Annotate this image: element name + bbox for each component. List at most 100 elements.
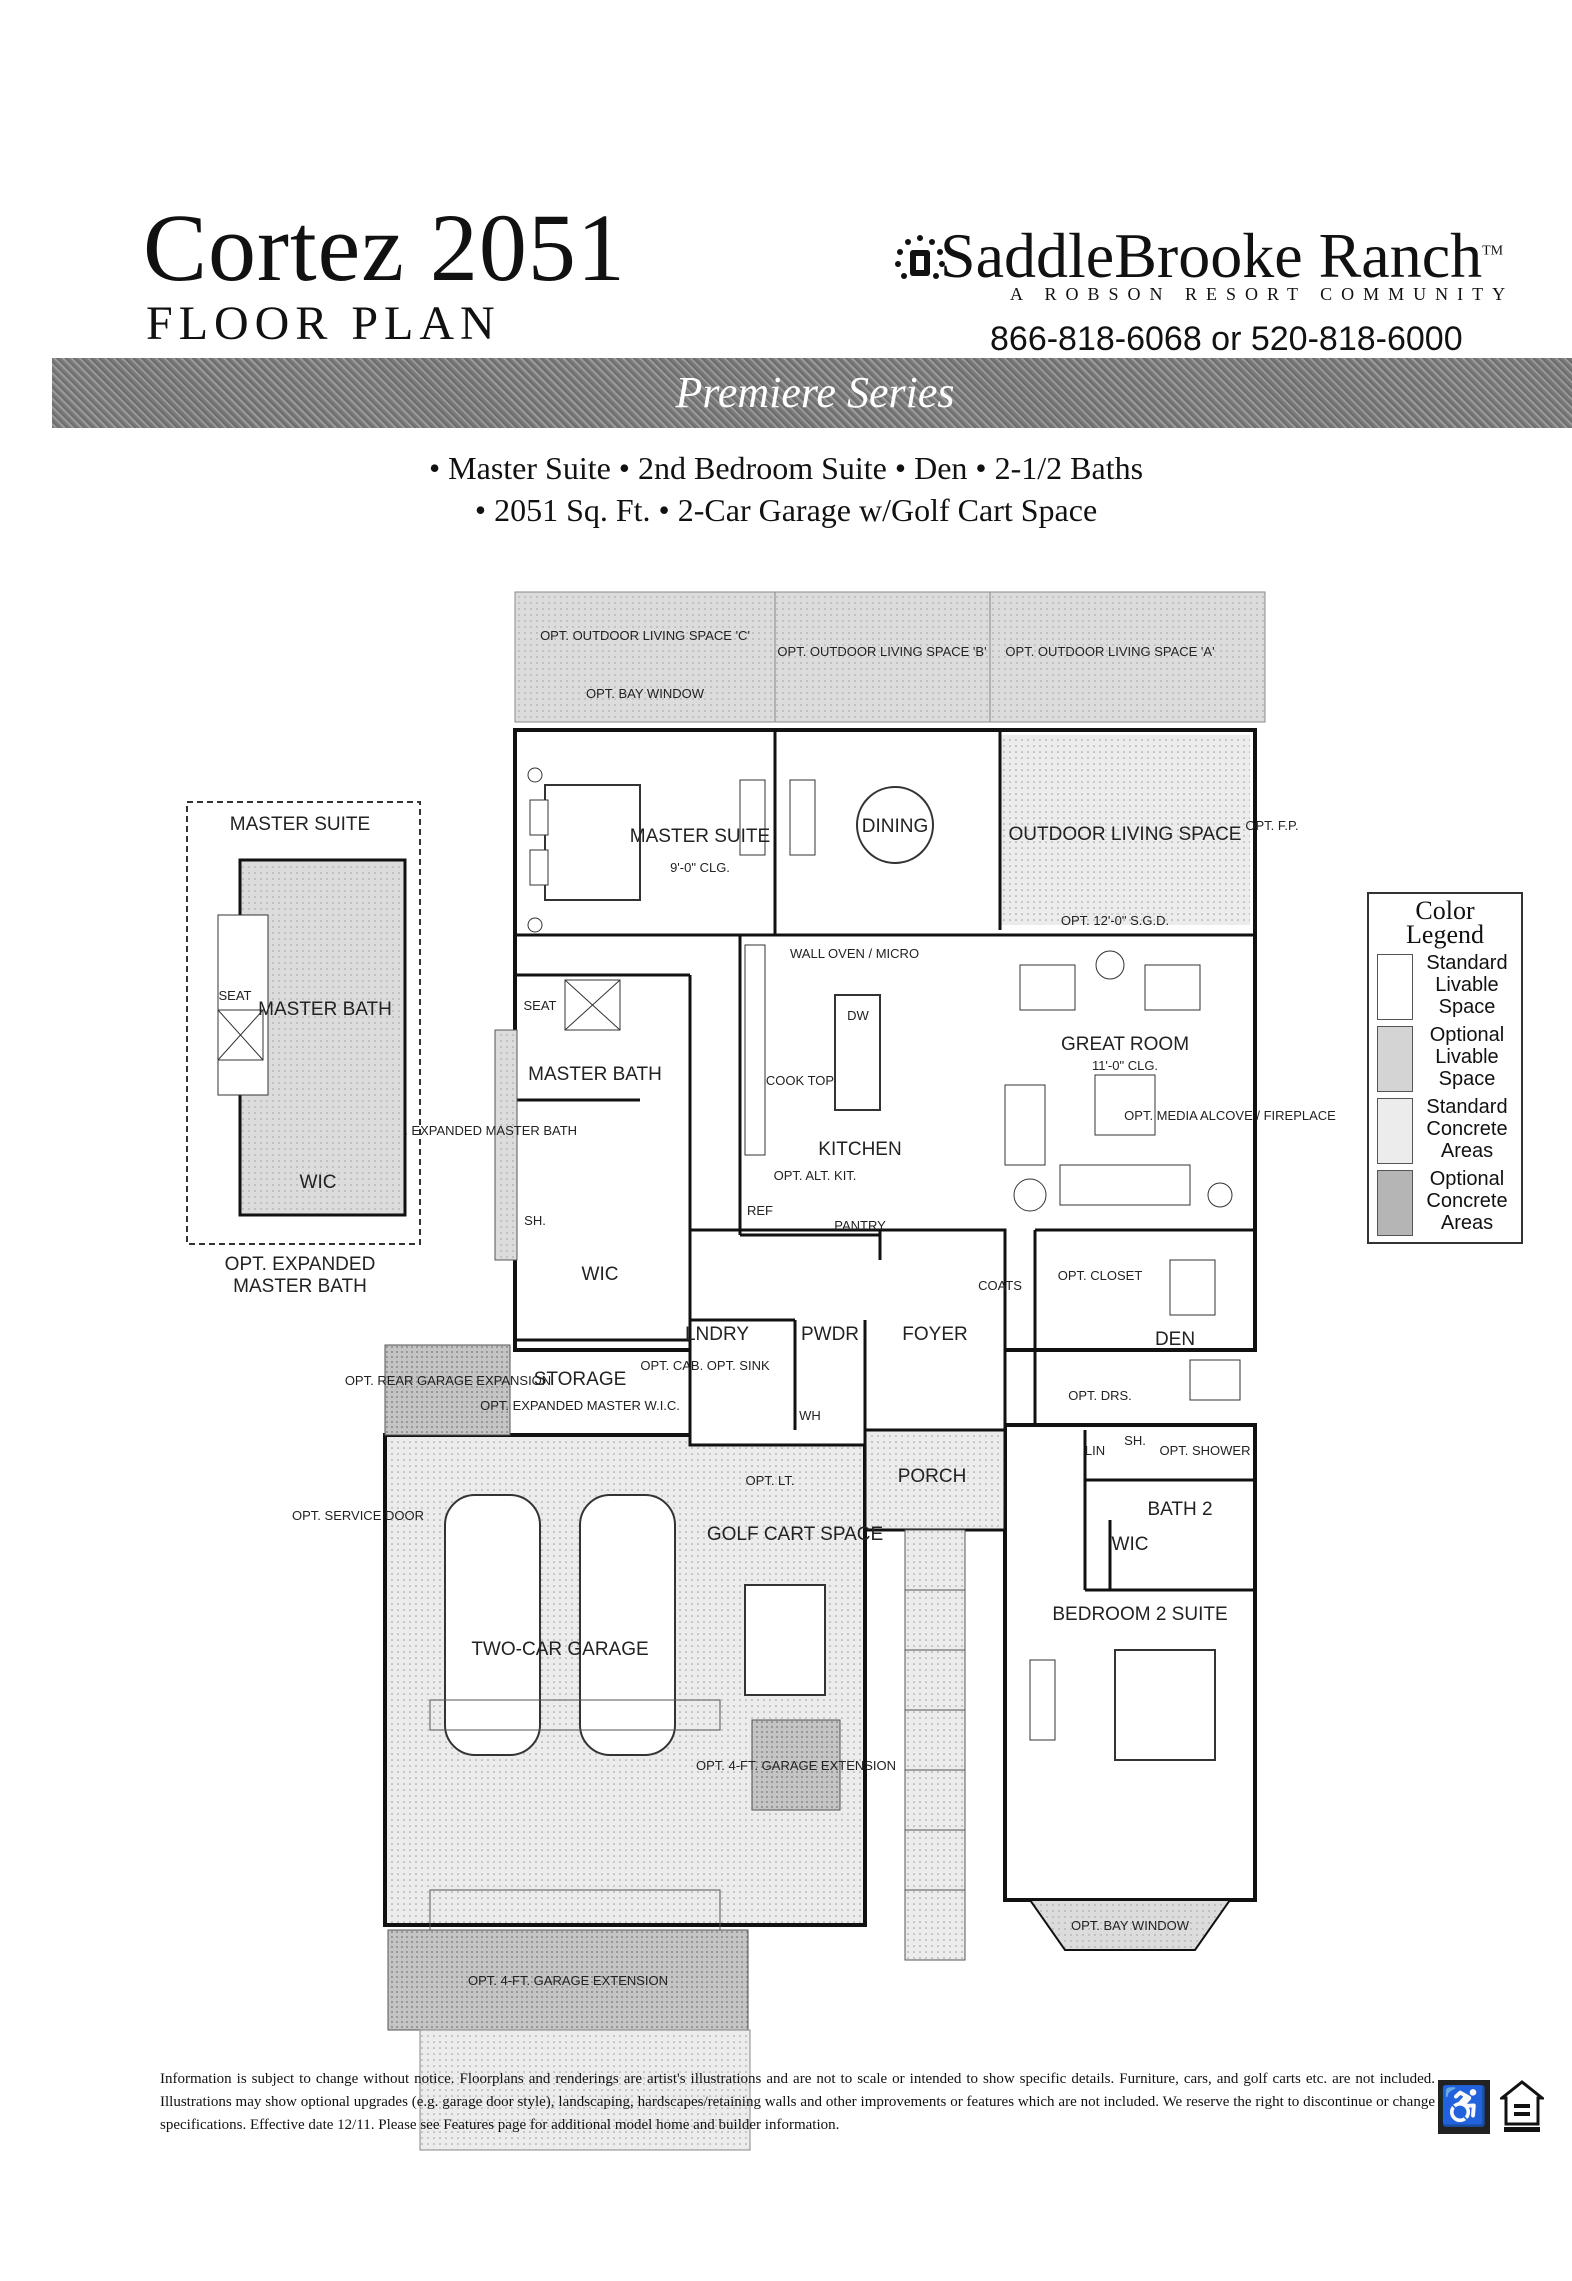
den-label: DEN — [1155, 1329, 1195, 1350]
master-suite-clg: 9'-0" CLG. — [670, 860, 730, 875]
dining-label: DINING — [862, 816, 929, 837]
car-left — [444, 1494, 541, 1756]
opt-outdoor-a-label: OPT. OUTDOOR LIVING SPACE 'A' — [1005, 644, 1214, 659]
great-room-label: GREAT ROOM — [1061, 1034, 1189, 1055]
ref-label: REF — [747, 1203, 773, 1218]
legend-swatch — [1377, 1026, 1413, 1092]
opt-outdoor-b-area — [774, 591, 991, 723]
opt-expanded-bath-label: OPT. EXPANDED MASTER BATH — [379, 1123, 577, 1138]
opt-shower-label: OPT. SHOWER — [1159, 1443, 1250, 1458]
inset-wic: WIC — [300, 1172, 337, 1193]
inset-caption-2: MASTER BATH — [233, 1276, 367, 1297]
outdoor-living-label: OUTDOOR LIVING SPACE — [1009, 824, 1242, 845]
opt-outdoor-c-label: OPT. OUTDOOR LIVING SPACE 'C' — [540, 628, 750, 643]
opt-rear-garage-area — [384, 1344, 511, 1436]
brand-name: SaddleBrooke RanchTM — [940, 220, 1504, 291]
kitchen-island — [834, 994, 881, 1111]
wic-master-label: WIC — [582, 1264, 619, 1285]
pwdr-label: PWDR — [801, 1324, 859, 1345]
cook-top-label: COOK TOP — [766, 1073, 834, 1088]
opt-alt-kit-label: OPT. ALT. KIT. — [774, 1168, 857, 1183]
saddlebrooke-logo-icon — [895, 235, 945, 279]
features-line-2: • 2051 Sq. Ft. • 2-Car Garage w/Golf Car… — [474, 492, 1098, 528]
inset-master-bath: MASTER BATH — [258, 999, 392, 1020]
inset-caption-1: OPT. EXPANDED — [225, 1254, 376, 1275]
wic2-label: WIC — [1112, 1534, 1149, 1555]
coats-label: COATS — [978, 1278, 1022, 1293]
opt-closet-label: OPT. CLOSET — [1058, 1268, 1143, 1283]
inset-frame — [186, 801, 421, 1245]
great-room-clg: 11'-0" CLG. — [1092, 1058, 1158, 1073]
opt-expanded-bath-alcove — [494, 1029, 518, 1261]
legend-title-2: Legend — [1406, 920, 1484, 949]
wall-oven-label: WALL OVEN / MICRO — [790, 946, 919, 961]
golf-cart — [744, 1584, 826, 1696]
kitchen-label: KITCHEN — [818, 1139, 901, 1160]
porch-label: PORCH — [898, 1466, 967, 1487]
sh-label: SH. — [524, 1213, 546, 1228]
porch-area — [863, 1428, 1007, 1532]
wheelchair-icon: ♿ — [1438, 2080, 1490, 2134]
opt-rear-garage-label: OPT. REAR GARAGE EXPANSION — [345, 1373, 551, 1388]
master-bed — [544, 784, 641, 901]
opt-lt-label: OPT. LT. — [746, 1473, 795, 1488]
bay-window-bottom — [1028, 1899, 1232, 1951]
opt-bay-window-top: OPT. BAY WINDOW — [586, 686, 705, 701]
opt-media-label: OPT. MEDIA ALCOVE / FIREPLACE — [1124, 1108, 1336, 1123]
lndry-label: LNDRY — [685, 1324, 749, 1345]
opt-ff-label: OPT. F.P. — [1245, 818, 1298, 833]
opt-4ft-garage-ext-side — [751, 1719, 841, 1811]
opt-cab-sink-label: OPT. CAB. OPT. SINK — [640, 1358, 770, 1373]
wh-label: WH — [799, 1408, 821, 1423]
opt-sgd-label: OPT. 12'-0" S.G.D. — [1061, 913, 1169, 928]
opt-bay-window-bottom-label: OPT. BAY WINDOW — [1071, 1918, 1190, 1933]
inset-master-suite: MASTER SUITE — [230, 814, 370, 835]
opt-outdoor-a-area — [989, 591, 1266, 723]
legend-swatch — [1377, 1098, 1413, 1164]
bedroom2-bed — [1114, 1649, 1216, 1761]
opt-4ft-garage-ext-bottom — [387, 1929, 749, 2031]
bath2-label: BATH 2 — [1147, 1499, 1212, 1520]
equal-housing-icon — [1500, 2080, 1544, 2132]
disclaimer: Information is subject to change without… — [160, 2071, 1435, 2133]
dining-table — [856, 786, 934, 864]
foyer-column — [688, 1228, 1007, 1447]
seat-label: SEAT — [524, 998, 557, 1013]
opt-service-door-label: OPT. SERVICE DOOR — [292, 1508, 424, 1523]
bedroom2-label: BEDROOM 2 SUITE — [1052, 1604, 1227, 1625]
car-right — [579, 1494, 676, 1756]
foyer-label: FOYER — [902, 1324, 967, 1345]
storage-label: STORAGE — [534, 1369, 627, 1390]
plan-subtitle: FLOOR PLAN — [146, 297, 501, 350]
dw-label: DW — [847, 1008, 869, 1023]
features-line-1: • Master Suite • 2nd Bedroom Suite • Den… — [428, 450, 1144, 486]
master-bath-label: MASTER BATH — [528, 1064, 662, 1085]
inset-seat: SEAT — [219, 988, 252, 1003]
opt-drs-label: OPT. DRS. — [1068, 1388, 1132, 1403]
opt-4ft-ext-bottom-label: OPT. 4-FT. GARAGE EXTENSION — [468, 1973, 668, 1988]
opt-outdoor-c-area — [514, 591, 776, 723]
opt-outdoor-b-label: OPT. OUTDOOR LIVING SPACE 'B' — [777, 644, 986, 659]
legend-title-1: Color — [1415, 896, 1475, 925]
outdoor-living-area — [1000, 735, 1250, 925]
opt-expanded-wic-label: OPT. EXPANDED MASTER W.I.C. — [480, 1398, 680, 1413]
sh2-label: SH. — [1124, 1433, 1146, 1448]
pantry-label: PANTRY — [834, 1218, 886, 1233]
legend-swatch — [1377, 954, 1413, 1020]
walkway — [904, 1529, 966, 1961]
series-title: Premiere Series — [675, 368, 955, 417]
golf-cart-label: GOLF CART SPACE — [707, 1524, 883, 1545]
plan-name: Cortez 2051 — [143, 194, 626, 301]
legend-swatch — [1377, 1170, 1413, 1236]
series-banner: Premiere Series — [52, 358, 1572, 428]
opt-4ft-ext-side-label: OPT. 4-FT. GARAGE EXTENSION — [696, 1758, 896, 1773]
brand-tagline: A ROBSON RESORT COMMUNITY — [1010, 284, 1515, 304]
lin-label: LIN — [1085, 1443, 1105, 1458]
phone-numbers: 866-818-6068 or 520-818-6000 — [990, 320, 1463, 358]
